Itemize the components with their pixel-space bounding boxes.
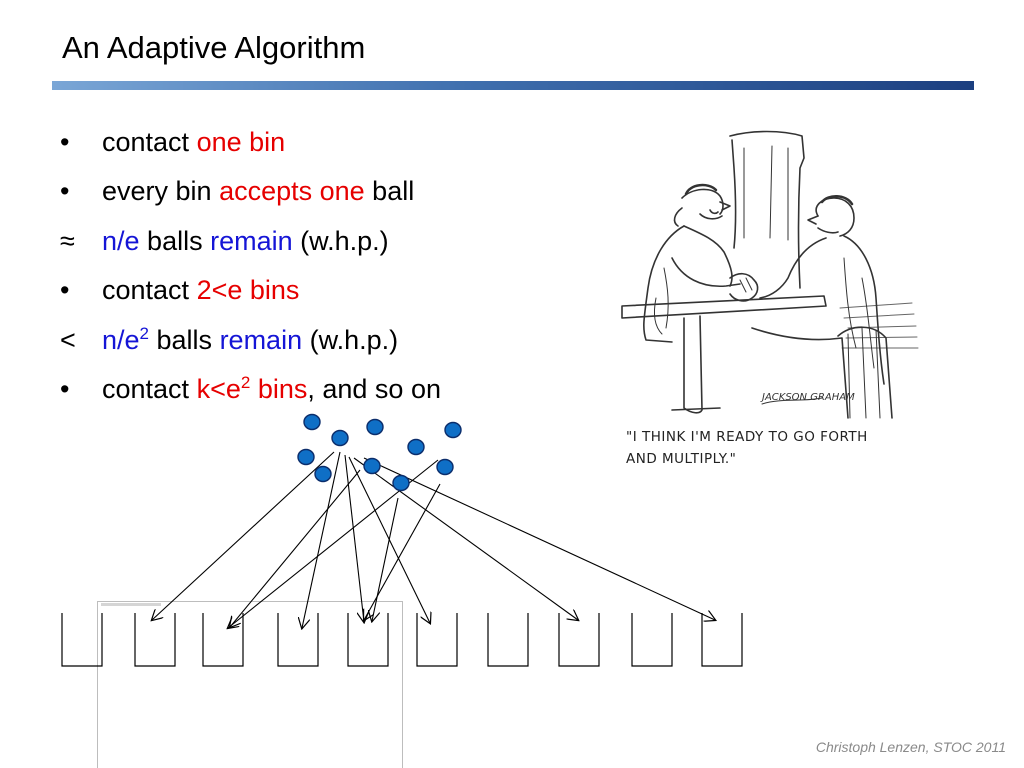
column-line bbox=[731, 139, 737, 249]
bullet-text-part: (w.h.p.) bbox=[292, 225, 389, 256]
bullet-text-part: contact bbox=[102, 127, 197, 157]
balls-group bbox=[297, 413, 462, 492]
ball bbox=[407, 438, 425, 456]
assignment-arrow bbox=[348, 456, 430, 623]
left-monk-figure bbox=[643, 183, 741, 343]
bullet-text: every bin accepts one ball bbox=[102, 174, 414, 208]
bullet-text-part: contact bbox=[102, 373, 197, 404]
caption-line: AND MULTIPLY." bbox=[626, 451, 737, 467]
bullet-text-part: contact bbox=[102, 275, 197, 306]
ball bbox=[392, 474, 410, 492]
slide-title: An Adaptive Algorithm bbox=[62, 30, 366, 65]
ball bbox=[444, 421, 462, 439]
chair-slats bbox=[847, 327, 881, 419]
bin bbox=[558, 613, 600, 667]
slide-footer: Christoph Lenzen, STOC 2011 bbox=[815, 739, 1006, 755]
bullet-text: n/e balls remain (w.h.p.) bbox=[102, 224, 389, 258]
bullet-marker: • bbox=[60, 275, 70, 306]
caption-line: "I THINK I'M READY TO GO FORTH bbox=[626, 429, 868, 445]
ball bbox=[363, 457, 381, 475]
bullet-text-part: (w.h.p.) bbox=[302, 324, 399, 355]
signature-underline bbox=[761, 397, 823, 405]
bullet-text: contact one bin bbox=[102, 125, 285, 159]
assignment-arrow bbox=[353, 457, 578, 620]
bullet-marker: • bbox=[60, 176, 70, 207]
title-underline-bar bbox=[52, 81, 974, 90]
ball bbox=[303, 413, 321, 431]
ball bbox=[331, 429, 349, 447]
emphasis-text: bins bbox=[250, 373, 308, 404]
emphasis-text: one bin bbox=[196, 127, 286, 157]
right-monk-figure bbox=[759, 195, 885, 385]
emphasis-text: n/e bbox=[102, 324, 140, 355]
bin bbox=[416, 613, 458, 667]
emphasis-text: n/e bbox=[102, 225, 140, 256]
superscript: 2 bbox=[240, 372, 251, 392]
bin bbox=[487, 613, 529, 667]
assignment-arrow bbox=[364, 483, 441, 620]
emphasis-text: remain bbox=[210, 225, 293, 256]
less-than-marker: < bbox=[60, 324, 76, 355]
bin bbox=[701, 613, 743, 667]
ball bbox=[366, 418, 384, 436]
cartoon-caption: "I THINK I'M READY TO GO FORTH AND MULTI… bbox=[626, 426, 868, 470]
ball bbox=[314, 465, 332, 483]
bullet-text-part: balls bbox=[139, 225, 211, 256]
right-monk-robe bbox=[751, 327, 849, 419]
superscript: 2 bbox=[139, 323, 150, 343]
emphasis-text: remain bbox=[219, 324, 303, 355]
cartoon-illustration: JACKSON GRAHAM bbox=[621, 130, 919, 419]
bullet-text-part: balls bbox=[149, 324, 220, 355]
column-fluting bbox=[743, 145, 789, 241]
bullet-text-part: , and so on bbox=[307, 373, 441, 404]
ball bbox=[436, 458, 454, 476]
emphasis-text: 2<e bins bbox=[196, 275, 300, 306]
assignment-arrow bbox=[344, 454, 364, 622]
embedded-object-marker bbox=[101, 603, 161, 606]
emphasis-text: accepts one bbox=[219, 176, 365, 207]
clasped-hands-fingers bbox=[739, 277, 753, 293]
artist-signature: JACKSON GRAHAM bbox=[760, 392, 855, 403]
bin bbox=[631, 613, 673, 667]
ball bbox=[297, 448, 315, 466]
bullet-marker: • bbox=[60, 373, 70, 404]
bullet-text: n/e2 balls remain (w.h.p.) bbox=[102, 323, 398, 357]
approx-marker: ≈ bbox=[60, 225, 75, 256]
bin bbox=[61, 613, 103, 667]
chair bbox=[837, 326, 893, 419]
bullet-marker: • bbox=[60, 127, 70, 157]
column-line bbox=[729, 130, 805, 289]
assignment-arrow bbox=[152, 451, 335, 620]
emphasis-text: k<e bbox=[196, 373, 241, 404]
table-leg bbox=[683, 315, 703, 414]
table-base bbox=[671, 407, 721, 411]
bullet-text-part: every bin bbox=[102, 176, 220, 207]
bullet-text: contact k<e2 bins, and so on bbox=[102, 372, 441, 406]
bullet-text: contact 2<e bins bbox=[102, 273, 299, 307]
bullet-text-part: ball bbox=[364, 176, 415, 207]
table-top bbox=[621, 295, 827, 319]
embedded-object-frame bbox=[97, 601, 403, 768]
